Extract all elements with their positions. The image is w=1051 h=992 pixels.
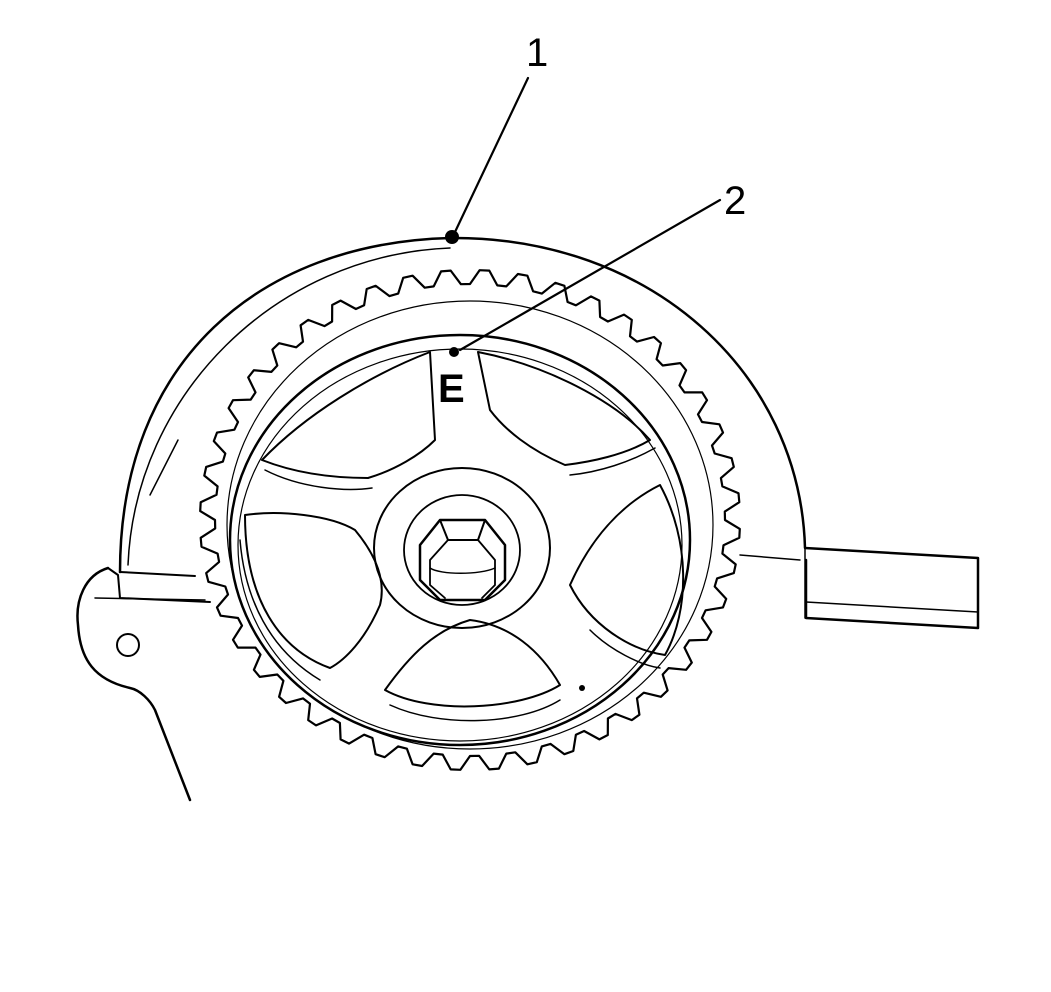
mounting-bracket: [76, 566, 211, 802]
sprocket-mark-letter: E: [438, 367, 465, 411]
callout-2: 2: [724, 179, 746, 223]
bolt-hole: [116, 633, 140, 657]
callout-1: 1: [526, 31, 548, 75]
leader-line-2: [458, 198, 722, 352]
sprocket-root-circle: [226, 300, 714, 750]
leader-line-1: [453, 76, 530, 234]
sprocket-windows: [239, 351, 685, 722]
center-bolt: [418, 518, 507, 602]
sprocket-timing-mark: [449, 347, 459, 357]
cover-timing-notch: [445, 230, 459, 244]
